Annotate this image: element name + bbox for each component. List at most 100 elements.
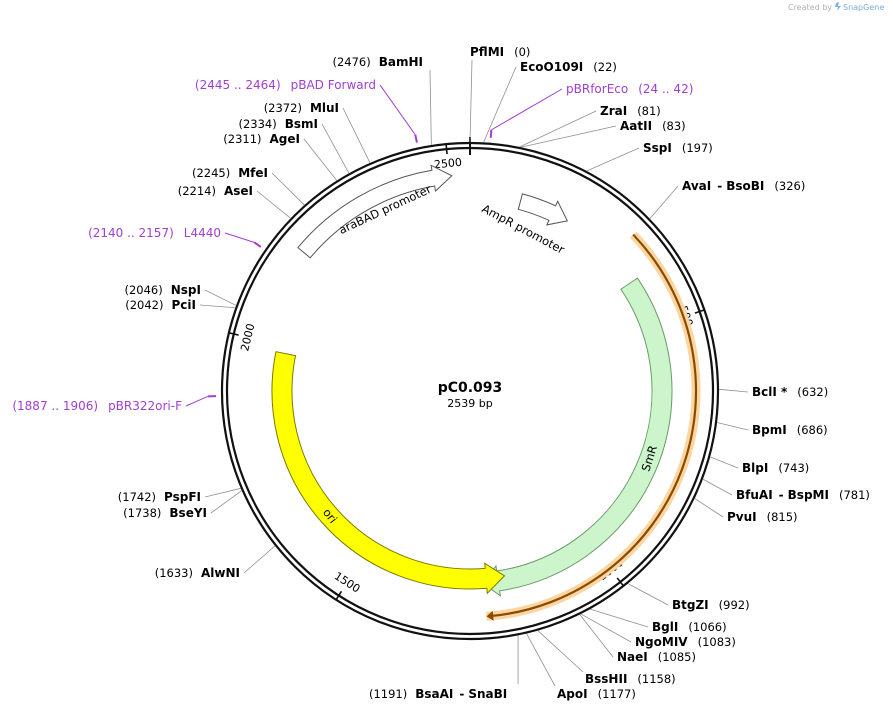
enzyme-site-agei[interactable]: (2311)AgeI: [223, 132, 300, 146]
enzyme-position: (2245): [192, 166, 230, 180]
enzyme-position: (2334): [238, 117, 276, 131]
enzyme-leader-bsshii: [537, 630, 584, 673]
feature-smr[interactable]: [480, 277, 673, 597]
enzyme-name: BtgZI: [672, 598, 709, 612]
enzyme-position: (632): [797, 385, 828, 399]
enzyme-site-mlui[interactable]: (2372) MluI: [264, 101, 339, 115]
primer-pbad-forward[interactable]: (2445 .. 2464)pBAD Forward: [195, 78, 418, 143]
plasmid-name: pC0.093: [438, 380, 503, 396]
enzyme-label-naei: NaeI(1085): [617, 650, 696, 664]
enzyme-position: (992): [719, 598, 750, 612]
enzyme-leader-agei: [303, 138, 338, 181]
credit-created-by: Created by: [788, 3, 832, 12]
ring-tick-label-1500: 1500: [332, 569, 363, 595]
enzyme-site-alwni[interactable]: (1633)AlwNI: [155, 566, 240, 580]
enzyme-position: (1738): [123, 506, 161, 520]
ring-tick-1000: [616, 577, 625, 587]
enzyme-label-mlui: (2372) MluI: [264, 101, 339, 115]
feature-ori[interactable]: [271, 351, 506, 595]
enzyme-name: PflMI: [470, 45, 504, 59]
enzyme-name: PciI: [172, 298, 197, 312]
feature-arrow-ampr-promoter: [517, 193, 569, 226]
feature-ampr-promoter[interactable]: [517, 193, 569, 226]
orf-arc: [490, 233, 698, 618]
snapgene-logo-icon: [835, 2, 841, 11]
enzyme-label-pflmi: PflMI(0): [470, 45, 530, 59]
enzyme-site-naei[interactable]: NaeI(1085): [617, 650, 696, 664]
enzyme-position: (2042): [125, 298, 163, 312]
enzyme-name: AatII: [620, 119, 652, 133]
enzyme-site-bamhi[interactable]: (2476)BamHI: [332, 55, 423, 69]
primer-leader: [185, 395, 209, 407]
enzyme-label-bgli: BglI(1066): [652, 620, 727, 634]
enzyme-name: NgoMIV: [635, 635, 688, 649]
feature-arabad-promoter[interactable]: [297, 164, 453, 259]
enzyme-site-bgli[interactable]: BglI(1066): [652, 620, 727, 634]
enzyme-site-aatii[interactable]: AatII(83): [620, 119, 686, 133]
enzyme-name: AvaI: [682, 179, 711, 193]
enzyme-leader-bgli: [590, 608, 649, 628]
primer-l4440[interactable]: (2140 .. 2157)L4440: [88, 226, 262, 248]
enzyme-site-bpmi[interactable]: BpmI(686): [752, 423, 828, 437]
enzyme-position: (2372): [264, 101, 302, 115]
enzyme-site-bsaai[interactable]: (1191)BsaAI-SnaBI: [369, 687, 507, 701]
enzyme-leader-mfei: [271, 172, 305, 206]
enzyme-site-bsmi[interactable]: (2334)BsmI: [238, 117, 318, 131]
enzyme-name: NaeI: [617, 650, 648, 664]
enzyme-label-mfei: (2245) MfeI: [192, 166, 268, 180]
enzyme-label-sspi: SspI(197): [643, 141, 713, 155]
enzyme-site-asei[interactable]: (2214)AseI: [178, 184, 253, 198]
enzyme-site-pspfi[interactable]: (1742)PspFI: [118, 490, 201, 504]
enzyme-separator: -: [717, 179, 722, 193]
enzyme-site-sspi[interactable]: SspI(197): [643, 141, 713, 155]
enzyme-name: MfeI: [238, 166, 268, 180]
enzyme-site-btgzi[interactable]: BtgZI (992): [672, 598, 750, 612]
enzyme-leader-nspi: [204, 289, 237, 306]
enzyme-site-bseyi[interactable]: (1738)BseYI: [123, 506, 207, 520]
enzyme-leader-pvui: [694, 498, 724, 518]
enzyme-label-bpmi: BpmI(686): [752, 423, 828, 437]
enzyme-site-bsshii[interactable]: BssHII(1158): [585, 672, 676, 686]
enzyme-site-ngomiv[interactable]: NgoMIV(1083): [635, 635, 736, 649]
enzyme-site-pcii[interactable]: (2042) PciI: [125, 298, 196, 312]
enzyme-site-ecoo109i[interactable]: EcoO109I(22): [520, 60, 617, 74]
enzyme-site-avai[interactable]: AvaI-BsoBI(326): [682, 179, 805, 193]
enzyme-site-zrai[interactable]: ZraI(81): [600, 104, 661, 118]
primer-mark: [414, 134, 418, 143]
enzyme-name: ZraI: [600, 104, 627, 118]
enzyme-site-blpi[interactable]: BlpI(743): [742, 461, 809, 475]
enzyme-leader-pspfi: [204, 487, 241, 498]
primer-pbrforeco[interactable]: pBRforEco(24 .. 42): [489, 82, 694, 138]
enzyme-site-pvui[interactable]: PvuI(815): [727, 510, 798, 524]
enzyme-position: (326): [774, 179, 805, 193]
center-title: pC0.093 2539 bp: [438, 380, 503, 410]
orf-layer: [486, 231, 701, 621]
enzyme-site-mfei[interactable]: (2245) MfeI: [192, 166, 268, 180]
enzyme-label-bseyi: (1738)BseYI: [123, 506, 207, 520]
enzyme-leader-pcii: [199, 304, 236, 309]
enzyme-name: MluI: [310, 101, 339, 115]
enzyme-site-pflmi[interactable]: PflMI(0): [470, 45, 530, 59]
enzyme-name: PvuI: [727, 510, 757, 524]
primer-leader: [379, 84, 416, 136]
site-labels: PflMI(0)EcoO109I(22) ZraI(81)AatII(83) Ssp…: [12, 45, 870, 701]
enzyme-site-bcli[interactable]: BclI *(632): [752, 385, 828, 399]
enzyme-label-agei: (2311)AgeI: [223, 132, 300, 146]
enzyme-label-nspi: (2046)NspI: [125, 283, 202, 297]
enzyme-leader-bseyi: [210, 490, 243, 514]
enzyme-position: (743): [778, 461, 809, 475]
snapgene-credit: Created by SnapGene: [788, 2, 884, 12]
primer-pbr322ori-f[interactable]: (1887 .. 1906)pBR322ori-F: [12, 395, 217, 413]
enzyme-leader-bsmi: [321, 123, 350, 174]
enzyme-site-nspi[interactable]: (2046)NspI: [125, 283, 202, 297]
enzyme-name: BpmI: [752, 423, 787, 437]
enzyme-site-apoi[interactable]: ApoI(1177): [557, 687, 636, 701]
enzyme-label-blpi: BlpI(743): [742, 461, 809, 475]
enzyme-leader-mlui: [342, 107, 371, 164]
ring-tick-2500: [445, 144, 448, 155]
enzyme-label-btgzi: BtgZI (992): [672, 598, 750, 612]
enzyme-name: ApoI: [557, 687, 588, 701]
enzyme-site-bfuai[interactable]: BfuAI-BspMI(781): [736, 488, 870, 502]
